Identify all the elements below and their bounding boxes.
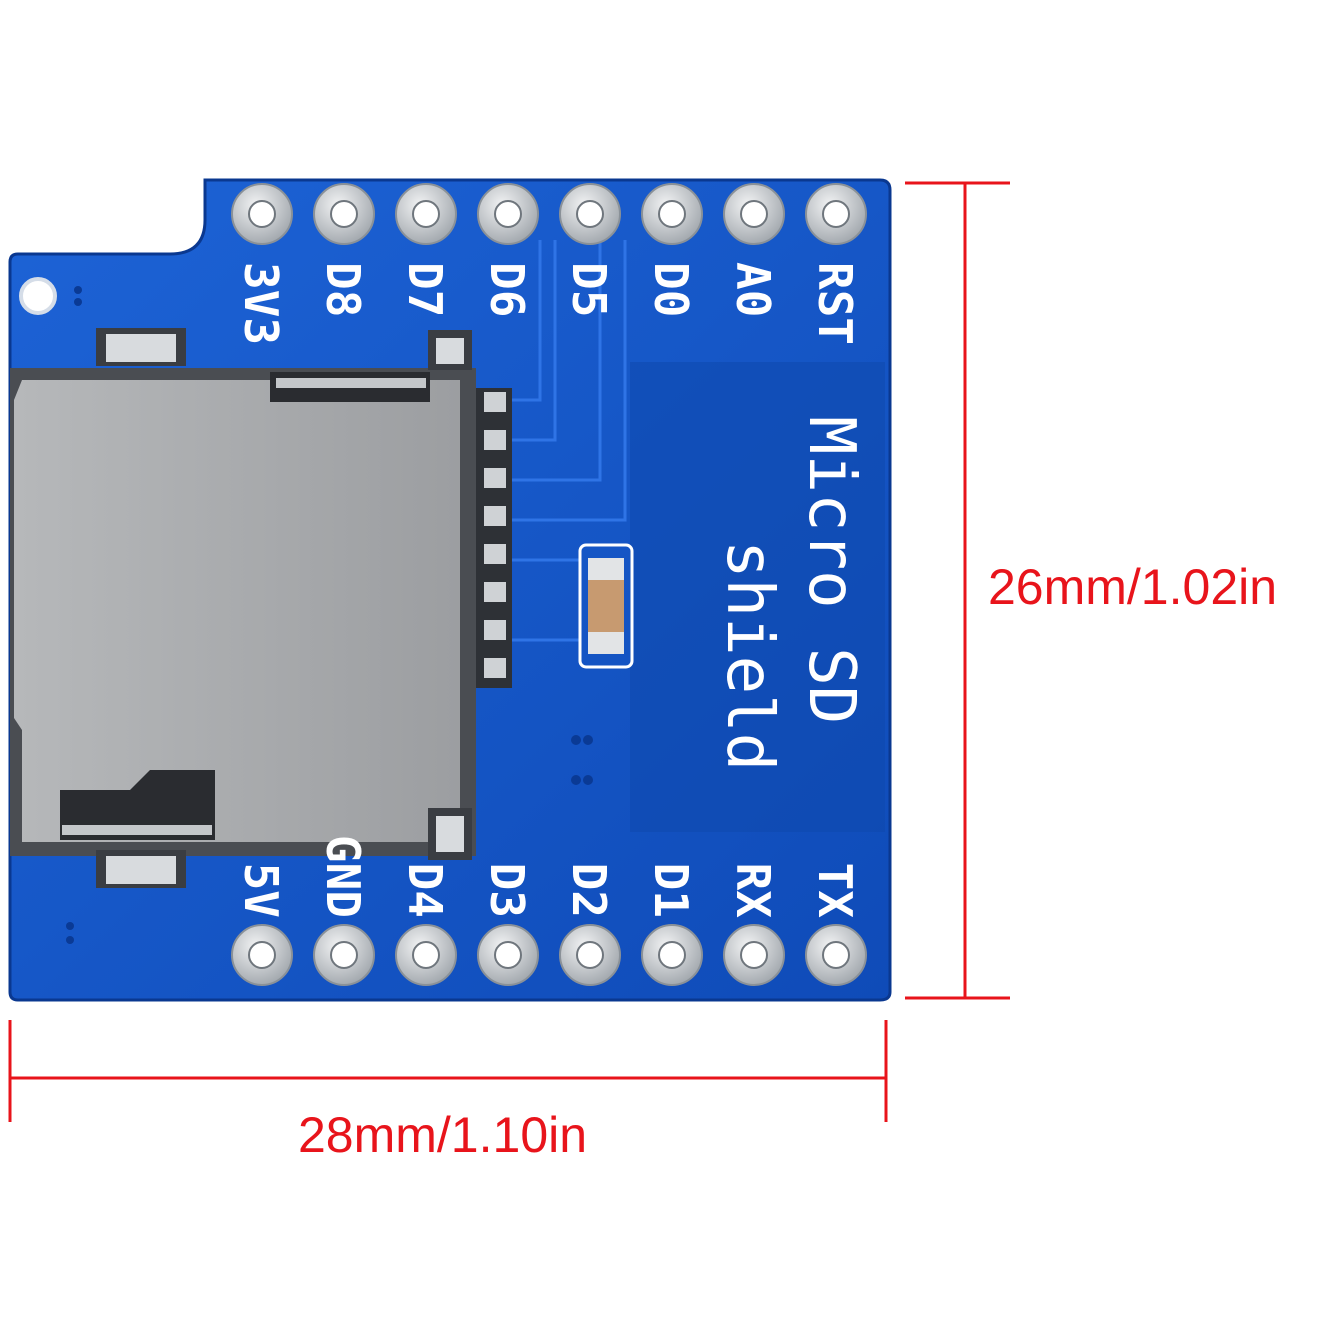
bottom-pin-label: RX bbox=[726, 863, 780, 919]
bottom-pin-hole bbox=[477, 924, 539, 986]
bottom-pin-labels: 5V GND D4 D3 D2 D1 RX TX bbox=[234, 835, 862, 918]
top-pin-hole bbox=[805, 183, 867, 245]
width-label: 28mm/1.10in bbox=[298, 1107, 587, 1163]
bottom-pin-label: 5V bbox=[234, 863, 288, 918]
top-pin-label: D6 bbox=[480, 262, 534, 317]
top-pin-hole bbox=[313, 183, 375, 245]
bottom-pin-hole bbox=[805, 924, 867, 986]
top-pin-hole bbox=[395, 183, 457, 245]
bottom-pin-hole bbox=[723, 924, 785, 986]
sd-card-slot bbox=[14, 380, 460, 842]
bottom-pin-hole bbox=[559, 924, 621, 986]
bottom-pin-label: D3 bbox=[480, 863, 534, 918]
bottom-pin-label: TX bbox=[808, 863, 862, 919]
bottom-pin-hole bbox=[313, 924, 375, 986]
pcb-silk-region bbox=[630, 362, 885, 832]
bottom-pin-hole bbox=[231, 924, 293, 986]
top-pin-labels: 3V3 D8 D7 D6 D5 D0 A0 RST bbox=[234, 262, 862, 345]
top-pin-hole bbox=[641, 183, 703, 245]
top-pin-label: A0 bbox=[726, 262, 780, 317]
bottom-header-pins bbox=[231, 924, 867, 986]
sd-clip-bottom-highlight bbox=[62, 825, 212, 835]
top-pin-hole bbox=[559, 183, 621, 245]
top-pin-label: D0 bbox=[644, 262, 698, 317]
bottom-pin-label: D4 bbox=[398, 863, 452, 918]
top-pin-label: D7 bbox=[398, 262, 452, 317]
top-pin-hole bbox=[723, 183, 785, 245]
top-pin-label: RST bbox=[808, 262, 862, 345]
bottom-pin-label: D2 bbox=[562, 863, 616, 918]
top-header-pins bbox=[231, 183, 867, 245]
mounting-hole bbox=[19, 277, 57, 315]
sd-clip-highlight bbox=[276, 378, 426, 388]
board-title-line1: Micro SD bbox=[794, 416, 868, 724]
bottom-pin-label: GND bbox=[316, 835, 370, 918]
bottom-pin-hole bbox=[395, 924, 457, 986]
sd-clip-bottom bbox=[60, 770, 215, 840]
vias bbox=[66, 286, 593, 944]
top-pin-hole bbox=[477, 183, 539, 245]
sd-contact-pins bbox=[476, 388, 512, 688]
smd-capacitor bbox=[578, 543, 634, 669]
width-dimension bbox=[8, 1020, 888, 1122]
top-pin-label: D5 bbox=[562, 262, 616, 317]
board-title-line2: shield bbox=[712, 540, 786, 771]
top-pin-hole bbox=[231, 183, 293, 245]
height-label: 26mm/1.02in bbox=[988, 559, 1277, 615]
bottom-pin-label: D1 bbox=[644, 863, 698, 918]
sd-holder-tabs bbox=[96, 328, 472, 888]
pcb-traces bbox=[508, 240, 627, 642]
height-dimension bbox=[905, 181, 1010, 1000]
top-pin-label: D8 bbox=[316, 262, 370, 317]
top-pin-label: 3V3 bbox=[234, 262, 288, 345]
bottom-pin-hole bbox=[641, 924, 703, 986]
